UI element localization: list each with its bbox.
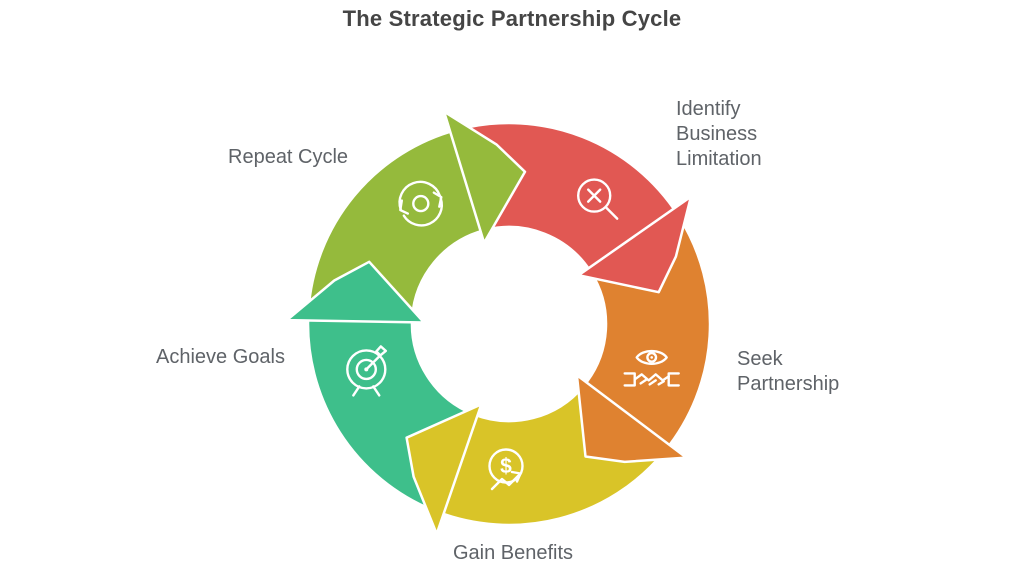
gain-benefits-arrowhead — [405, 403, 483, 536]
repeat-cycle-arrowhead — [442, 110, 527, 244]
step-label-repeat-cycle: Repeat Cycle — [228, 146, 349, 168]
identify-business-limitation-arc — [459, 121, 679, 273]
identify-business-limitation-arrowhead — [577, 195, 693, 294]
achieve-goals-arrowhead — [285, 260, 426, 324]
seek-partnership-arrowhead — [575, 373, 688, 464]
page-title: The Strategic Partnership Cycle — [342, 6, 682, 31]
step-label-gain-benefits: Gain Benefits — [452, 542, 574, 564]
step-label-seek-partnership: Seek Partnership — [737, 348, 840, 395]
cycle-arrow-heads — [285, 110, 693, 536]
step-label-achieve-goals: Achieve Goals — [156, 346, 285, 368]
step-label-identify-business-limitation: Identify Business Limitation — [676, 98, 762, 170]
